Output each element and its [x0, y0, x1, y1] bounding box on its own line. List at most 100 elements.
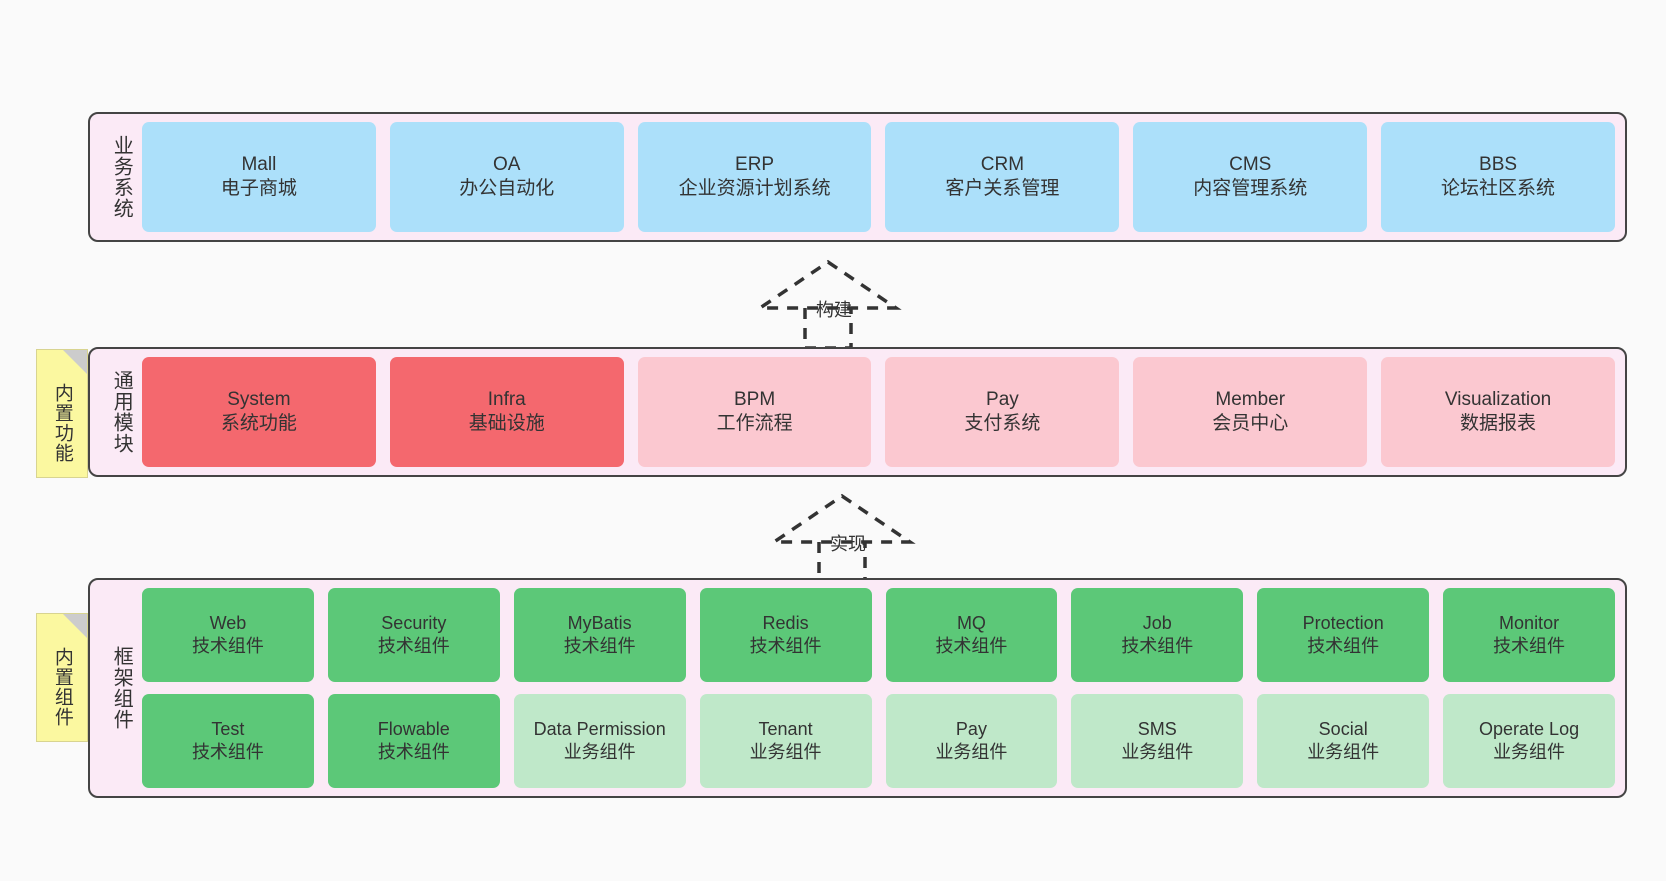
module-subtitle: 论坛社区系统	[1441, 178, 1556, 199]
layer-label-framework: 框架组件	[110, 646, 133, 730]
connector-build: 构建	[754, 258, 902, 350]
module-box-test[interactable]: Test 技术组件	[142, 694, 314, 788]
module-subtitle: 办公自动化	[459, 178, 555, 199]
module-title: Web	[209, 613, 247, 634]
module-title: System	[227, 389, 291, 411]
module-box-member[interactable]: Member 会员中心	[1133, 357, 1368, 467]
arrowhead-triangle-up	[754, 259, 902, 310]
module-title: CRM	[980, 154, 1025, 176]
module-box-bbs[interactable]: BBS 论坛社区系统	[1381, 122, 1615, 232]
arrowhead-triangle-up	[768, 493, 916, 544]
module-subtitle: 系统功能	[220, 413, 297, 434]
module-title: Member	[1215, 389, 1286, 411]
note-label: 内置功能	[51, 382, 73, 463]
module-subtitle: 业务组件	[563, 742, 636, 762]
module-box-social[interactable]: Social 业务组件	[1257, 694, 1430, 788]
module-box-security[interactable]: Security 技术组件	[327, 588, 500, 682]
module-title: Data Permission	[533, 719, 666, 740]
module-title: Pay	[986, 389, 1019, 411]
layer-label-business: 业务系统	[110, 135, 133, 219]
module-title: Tenant	[758, 719, 813, 740]
module-box-tenant[interactable]: Tenant 业务组件	[699, 694, 872, 788]
module-box-mall[interactable]: Mall 电子商城	[142, 122, 376, 232]
module-box-infra[interactable]: Infra 基础设施	[389, 357, 624, 467]
module-title: OA	[493, 154, 521, 176]
module-title: MyBatis	[567, 613, 632, 634]
module-box-pay-business[interactable]: Pay 业务组件	[885, 694, 1058, 788]
module-subtitle: 技术组件	[749, 636, 822, 656]
module-title: Social	[1318, 719, 1368, 740]
module-title: Test	[211, 719, 245, 740]
module-subtitle: 技术组件	[191, 742, 264, 762]
module-box-visualization[interactable]: Visualization 数据报表	[1381, 357, 1615, 467]
module-subtitle: 技术组件	[935, 636, 1008, 656]
module-box-web[interactable]: Web 技术组件	[142, 588, 314, 682]
module-subtitle: 业务组件	[749, 742, 822, 762]
module-box-mq[interactable]: MQ 技术组件	[885, 588, 1058, 682]
note-builtin-component: 内置组件	[36, 613, 88, 742]
module-title: Redis	[762, 613, 809, 634]
module-box-flowable[interactable]: Flowable 技术组件	[327, 694, 500, 788]
layer-boxes-common: System 系统功能 Infra 基础设施 BPM 工作流程 Pay 支付系统…	[142, 357, 1615, 467]
module-subtitle: 会员中心	[1212, 413, 1289, 434]
layer-panel-common: 通用模块 System 系统功能 Infra 基础设施 BPM 工作流程 Pay…	[88, 347, 1627, 477]
module-subtitle: 业务组件	[1121, 742, 1194, 762]
module-subtitle: 业务组件	[935, 742, 1008, 762]
module-box-operate-log[interactable]: Operate Log 业务组件	[1443, 694, 1615, 788]
module-title: MQ	[956, 613, 986, 634]
module-box-job[interactable]: Job 技术组件	[1071, 588, 1244, 682]
module-subtitle: 内容管理系统	[1193, 178, 1308, 199]
module-subtitle: 支付系统	[964, 413, 1041, 434]
module-subtitle: 技术组件	[1307, 636, 1380, 656]
connector-implement: 实现	[768, 492, 916, 584]
module-subtitle: 基础设施	[468, 413, 545, 434]
module-title: Job	[1142, 613, 1172, 634]
module-box-protection[interactable]: Protection 技术组件	[1257, 588, 1430, 682]
module-title: Monitor	[1499, 613, 1560, 634]
module-subtitle: 技术组件	[377, 636, 450, 656]
module-box-crm[interactable]: CRM 客户关系管理	[885, 122, 1120, 232]
module-subtitle: 工作流程	[716, 413, 793, 434]
layer-panel-framework: 框架组件 Web 技术组件 Security 技术组件 MyBatis 技术组件…	[88, 578, 1627, 798]
module-box-sms[interactable]: SMS 业务组件	[1071, 694, 1244, 788]
module-box-system[interactable]: System 系统功能	[142, 357, 376, 467]
module-subtitle: 技术组件	[563, 636, 636, 656]
module-subtitle: 客户关系管理	[945, 178, 1060, 199]
module-box-oa[interactable]: OA 办公自动化	[389, 122, 624, 232]
module-subtitle: 技术组件	[1493, 636, 1566, 656]
module-subtitle: 技术组件	[377, 742, 450, 762]
module-subtitle: 业务组件	[1307, 742, 1380, 762]
module-title: Flowable	[377, 719, 450, 740]
module-title: Mall	[241, 154, 277, 176]
module-title: BBS	[1479, 154, 1518, 176]
module-box-erp[interactable]: ERP 企业资源计划系统	[637, 122, 872, 232]
module-box-cms[interactable]: CMS 内容管理系统	[1133, 122, 1368, 232]
layer-panel-business: 业务系统 Mall 电子商城 OA 办公自动化 ERP 企业资源计划系统 CRM…	[88, 112, 1627, 242]
note-label: 内置组件	[51, 646, 73, 727]
framework-row-business: Test 技术组件 Flowable 技术组件 Data Permission …	[142, 694, 1615, 788]
module-box-monitor[interactable]: Monitor 技术组件	[1443, 588, 1615, 682]
layer-label-common: 通用模块	[110, 370, 133, 454]
module-title: ERP	[735, 154, 775, 176]
module-subtitle: 技术组件	[1121, 636, 1194, 656]
module-subtitle: 数据报表	[1460, 413, 1537, 434]
module-subtitle: 电子商城	[220, 178, 297, 199]
module-box-data-permission[interactable]: Data Permission 业务组件	[513, 694, 686, 788]
module-subtitle: 业务组件	[1493, 742, 1566, 762]
module-subtitle: 企业资源计划系统	[678, 178, 831, 199]
connector-label-build: 构建	[816, 300, 852, 320]
module-title: Infra	[487, 389, 526, 411]
module-title: SMS	[1137, 719, 1177, 740]
note-builtin-function: 内置功能	[36, 349, 88, 478]
module-title: BPM	[733, 389, 776, 411]
module-title: Pay	[955, 719, 987, 740]
layer-boxes-business: Mall 电子商城 OA 办公自动化 ERP 企业资源计划系统 CRM 客户关系…	[142, 122, 1615, 232]
module-subtitle: 技术组件	[191, 636, 264, 656]
module-box-pay[interactable]: Pay 支付系统	[885, 357, 1120, 467]
connector-label-implement: 实现	[830, 534, 866, 554]
module-title: Visualization	[1444, 389, 1552, 411]
module-box-bpm[interactable]: BPM 工作流程	[637, 357, 872, 467]
module-box-mybatis[interactable]: MyBatis 技术组件	[513, 588, 686, 682]
module-box-redis[interactable]: Redis 技术组件	[699, 588, 872, 682]
